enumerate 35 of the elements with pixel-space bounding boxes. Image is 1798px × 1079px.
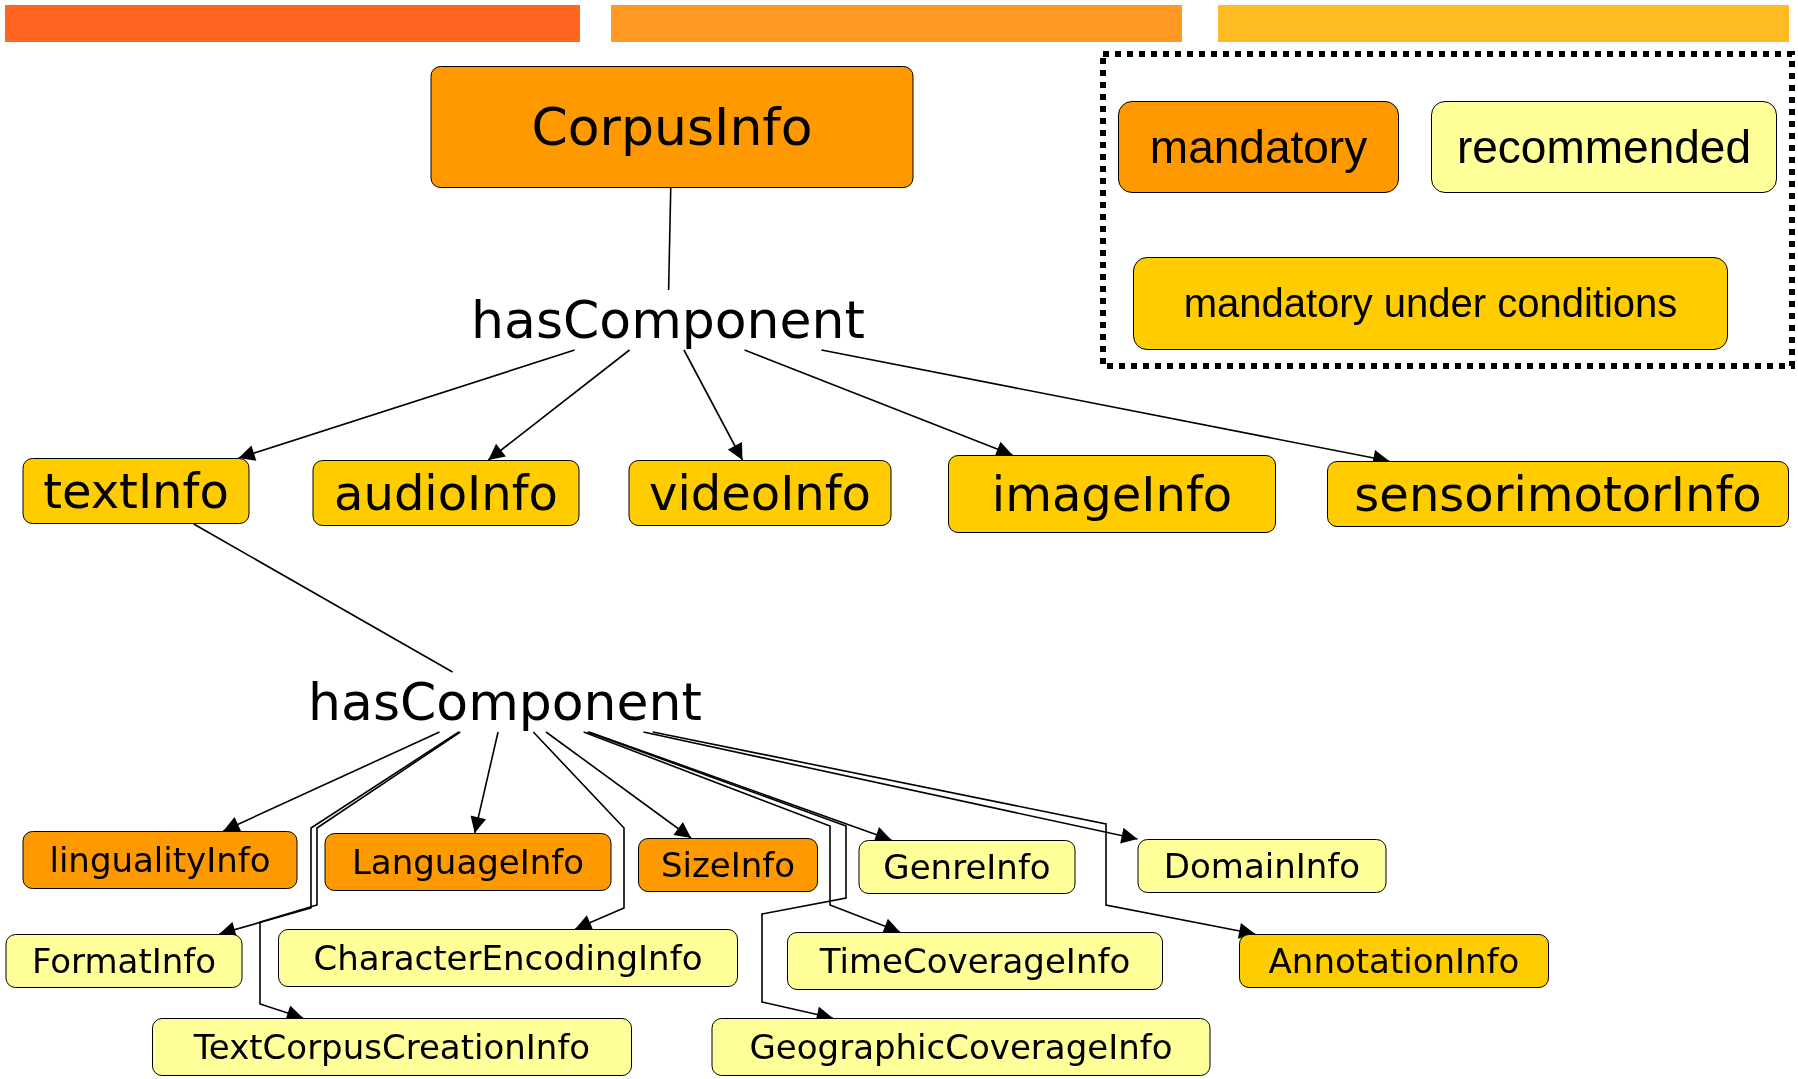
info-box: GeographicCoverageInfo — [711, 1018, 1211, 1076]
info-box: CharacterEncodingInfo — [278, 929, 738, 987]
arrow — [683, 349, 744, 461]
legend-item: mandatory — [1118, 101, 1399, 193]
arrow — [545, 731, 692, 839]
info-box: sensorimotorInfo — [1327, 461, 1789, 527]
info-box: AnnotationInfo — [1239, 934, 1549, 988]
arrow — [652, 731, 1256, 939]
arrow — [642, 731, 1139, 844]
legend-item: mandatory under conditions — [1133, 257, 1728, 350]
relation-label: hasComponent — [304, 672, 706, 732]
arrow — [222, 731, 441, 832]
arrow — [470, 731, 499, 834]
info-box: SizeInfo — [638, 838, 818, 892]
info-box: lingualityInfo — [22, 831, 298, 889]
arrow — [532, 731, 625, 930]
arrow — [743, 349, 1014, 457]
info-box: videoInfo — [628, 460, 892, 526]
info-box: FormatInfo — [5, 934, 243, 988]
arrow — [582, 731, 901, 934]
relation-label: hasComponent — [467, 290, 869, 350]
arrow — [237, 349, 576, 461]
info-box: imageInfo — [948, 455, 1276, 533]
info-box: TimeCoverageInfo — [787, 932, 1163, 990]
connector-line — [667, 187, 672, 291]
info-box: CorpusInfo — [430, 66, 914, 188]
info-box: TextCorpusCreationInfo — [152, 1018, 632, 1076]
info-box: DomainInfo — [1137, 839, 1387, 893]
info-box: GenreInfo — [858, 840, 1076, 894]
arrow — [487, 349, 631, 461]
info-box: audioInfo — [312, 460, 580, 526]
info-box: LanguageInfo — [324, 833, 612, 891]
legend-item: recommended — [1431, 101, 1777, 193]
connector-line — [192, 523, 454, 673]
info-box: textInfo — [22, 458, 250, 524]
